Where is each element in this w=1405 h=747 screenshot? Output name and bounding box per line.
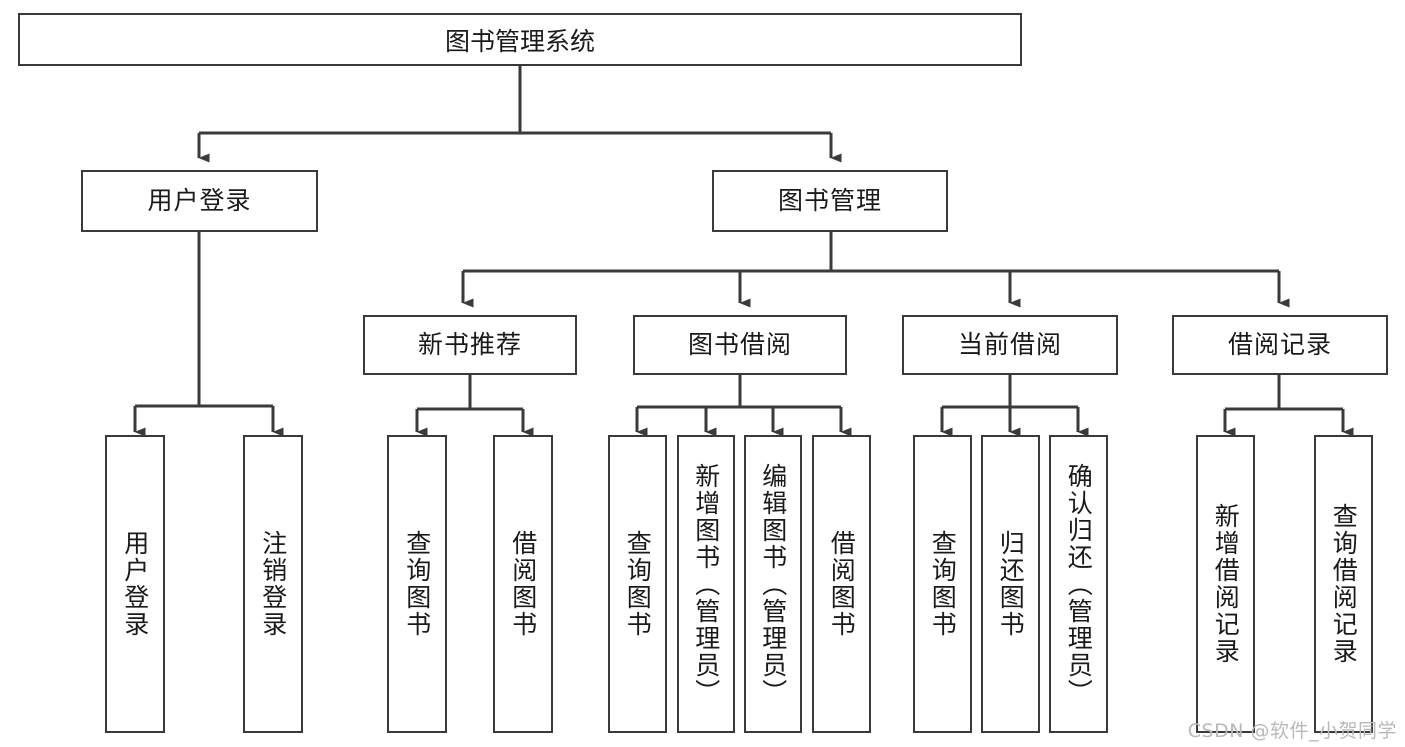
node-label: 用户登录 [120,530,150,638]
node-label: 图书借阅 [687,330,792,360]
node-user-login[interactable]: 用户登录 [81,170,318,232]
node-leaf-return-book[interactable]: 归还图书 [981,435,1040,733]
node-label: 归还图书 [996,530,1026,638]
node-label: 图书管理 [777,186,882,216]
node-book-borrow[interactable]: 图书借阅 [633,315,847,375]
node-label: 新增借阅记录 [1211,503,1241,665]
node-leaf-query-book-1[interactable]: 查询图书 [387,435,447,733]
node-leaf-confirm-return[interactable]: 确认归还（管理员） [1049,435,1108,733]
node-new-book-recommend[interactable]: 新书推荐 [363,315,577,375]
node-book-management[interactable]: 图书管理 [712,170,948,232]
node-label: 用户登录 [147,186,252,216]
node-leaf-edit-book[interactable]: 编辑图书（管理员） [744,435,802,733]
node-leaf-query-book-3[interactable]: 查询图书 [913,435,972,733]
node-leaf-add-record[interactable]: 新增借阅记录 [1196,435,1255,733]
node-label: 新书推荐 [417,330,522,360]
node-leaf-borrow-book-2[interactable]: 借阅图书 [812,435,871,733]
node-leaf-logout-login[interactable]: 注销登录 [243,435,303,733]
node-root-system[interactable]: 图书管理系统 [18,13,1022,66]
node-label: 确认归还（管理员） [1064,462,1094,706]
node-label: 图书管理系统 [444,26,595,56]
node-label: 新增图书（管理员） [691,462,721,706]
node-leaf-user-login[interactable]: 用户登录 [105,435,165,733]
node-label: 借阅记录 [1227,330,1332,360]
node-label: 查询借阅记录 [1329,503,1359,665]
watermark-text: CSDN @软件_小贺同学 [1187,720,1397,742]
node-label: 查询图书 [623,530,653,638]
node-label: 查询图书 [402,530,432,638]
node-leaf-add-book[interactable]: 新增图书（管理员） [677,435,735,733]
node-leaf-borrow-book-1[interactable]: 借阅图书 [493,435,553,733]
node-leaf-query-book-2[interactable]: 查询图书 [608,435,667,733]
node-leaf-query-record[interactable]: 查询借阅记录 [1314,435,1373,733]
node-label: 查询图书 [928,530,958,638]
node-label: 借阅图书 [827,530,857,638]
node-label: 借阅图书 [508,530,538,638]
node-label: 编辑图书（管理员） [758,462,788,706]
node-borrow-record[interactable]: 借阅记录 [1172,315,1388,375]
node-label: 当前借阅 [957,330,1062,360]
node-label: 注销登录 [258,530,288,638]
node-current-borrow[interactable]: 当前借阅 [902,315,1118,375]
